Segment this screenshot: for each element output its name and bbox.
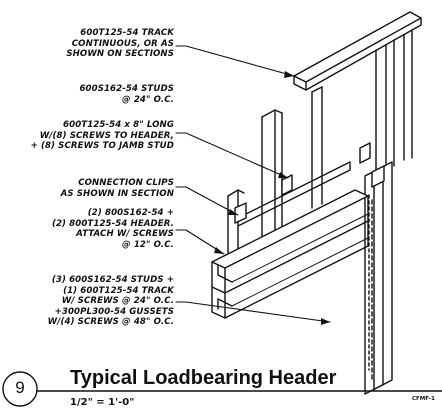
- detail-title: Typical Loadbearing Header: [70, 367, 337, 389]
- note-header: (2) 800S162-54 + (2) 800T125-54 HEADER. …: [51, 208, 174, 250]
- stud-middle: [311, 86, 323, 209]
- stud-right-upper: [375, 29, 413, 176]
- top-track: [293, 11, 422, 91]
- note-studs: 600S162-54 STUDS @ 24" O.C.: [79, 84, 174, 105]
- note-top-track: 600T125-54 TRACK CONTINUOUS, OR AS SHOWN…: [66, 28, 174, 59]
- detail-number: 9: [15, 378, 25, 397]
- note-connection-clips: CONNECTION CLIPS AS SHOWN IN SECTION: [60, 178, 174, 199]
- leader-lines: [175, 45, 331, 323]
- leader-arrowheads: [214, 71, 330, 325]
- detail-scale: 1/2" = 1'-0": [70, 397, 135, 408]
- header-beam: [211, 189, 369, 319]
- note-track-8in: 600T125-54 x 8" LONG W/(8) SCREWS TO HEA…: [30, 120, 174, 151]
- back-track: [237, 161, 351, 227]
- connection-clips: [234, 142, 385, 224]
- note-jamb-studs: (3) 600S162-54 STUDS + (1) 600T125-54 TR…: [47, 275, 174, 327]
- title-block-lines: [2, 371, 442, 407]
- stud-left: [261, 109, 283, 244]
- jamb-studs: [364, 161, 393, 395]
- sheet-code: CFMF-1: [412, 396, 435, 402]
